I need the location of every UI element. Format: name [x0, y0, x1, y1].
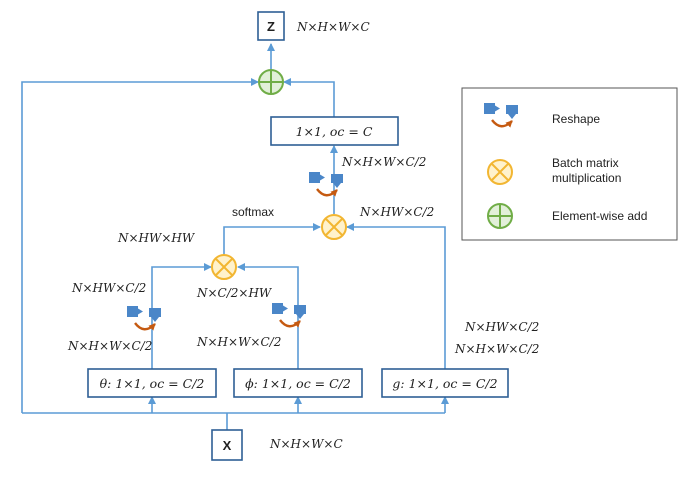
- theta-reshaped-label: N×HW×C/2: [71, 281, 146, 295]
- attention-shape-label: N×HW×HW: [117, 231, 196, 245]
- g-reshaped-label: N×HW×C/2: [359, 205, 434, 219]
- legend-reshape-label: Reshape: [552, 112, 600, 126]
- conv-to-add-arrow: [283, 78, 335, 117]
- g-conv-box: g: 1×1, oc = C/2: [381, 368, 509, 398]
- g-to-mult-arrow: [346, 223, 446, 369]
- reshape-icon: [272, 303, 306, 326]
- reshape-icon: [127, 306, 161, 329]
- theta-shape-label: N×H×W×C/2: [67, 339, 152, 353]
- legend-add-label: Element-wise add: [552, 209, 647, 223]
- x-label: X: [223, 438, 232, 453]
- output-shape-label: N×H×W×C/2: [341, 155, 426, 169]
- g-conv-label: g: 1×1, oc = C/2: [392, 376, 497, 391]
- elementwise-add-icon: [258, 69, 284, 95]
- input-x-node: X: [211, 429, 243, 461]
- x-shape-label: N×H×W×C: [269, 437, 343, 451]
- output-conv-label: 1×1, oc = C: [296, 124, 373, 139]
- legend: Reshape Batch matrix multiplication Elem…: [461, 87, 678, 241]
- softmax-arrow: [223, 223, 321, 255]
- output-z-node: Z: [257, 11, 285, 41]
- residual-arrow: [21, 78, 259, 413]
- theta-to-mult-arrow: [151, 263, 212, 369]
- phi-shape-label: N×H×W×C/2: [196, 335, 281, 349]
- g-shape-label-2: N×H×W×C/2: [454, 342, 539, 356]
- batch-mult-upper-icon: [321, 214, 347, 240]
- theta-conv-box: θ: 1×1, oc = C/2: [87, 368, 217, 398]
- theta-conv-label: θ: 1×1, oc = C/2: [100, 376, 205, 391]
- batch-mult-lower-icon: [211, 254, 237, 280]
- z-shape-label: N×H×W×C: [296, 20, 370, 34]
- legend-batch-mult-line1: Batch matrix: [552, 156, 619, 170]
- phi-reshaped-label: N×C/2×HW: [196, 286, 273, 300]
- z-label: Z: [267, 19, 275, 34]
- g-shape-label-1: N×HW×C/2: [464, 320, 539, 334]
- batch-mult-legend-icon: [487, 159, 513, 185]
- reshape-icon: [309, 172, 343, 195]
- phi-conv-box: ϕ: 1×1, oc = C/2: [233, 368, 363, 398]
- phi-to-mult-arrow: [237, 263, 299, 369]
- connectors: [21, 43, 449, 430]
- legend-batch-mult-line2: multiplication: [552, 171, 621, 185]
- output-conv-box: 1×1, oc = C: [270, 116, 399, 146]
- phi-conv-label: ϕ: 1×1, oc = C/2: [245, 376, 351, 391]
- softmax-label: softmax: [232, 205, 274, 219]
- elementwise-add-legend-icon: [487, 203, 513, 229]
